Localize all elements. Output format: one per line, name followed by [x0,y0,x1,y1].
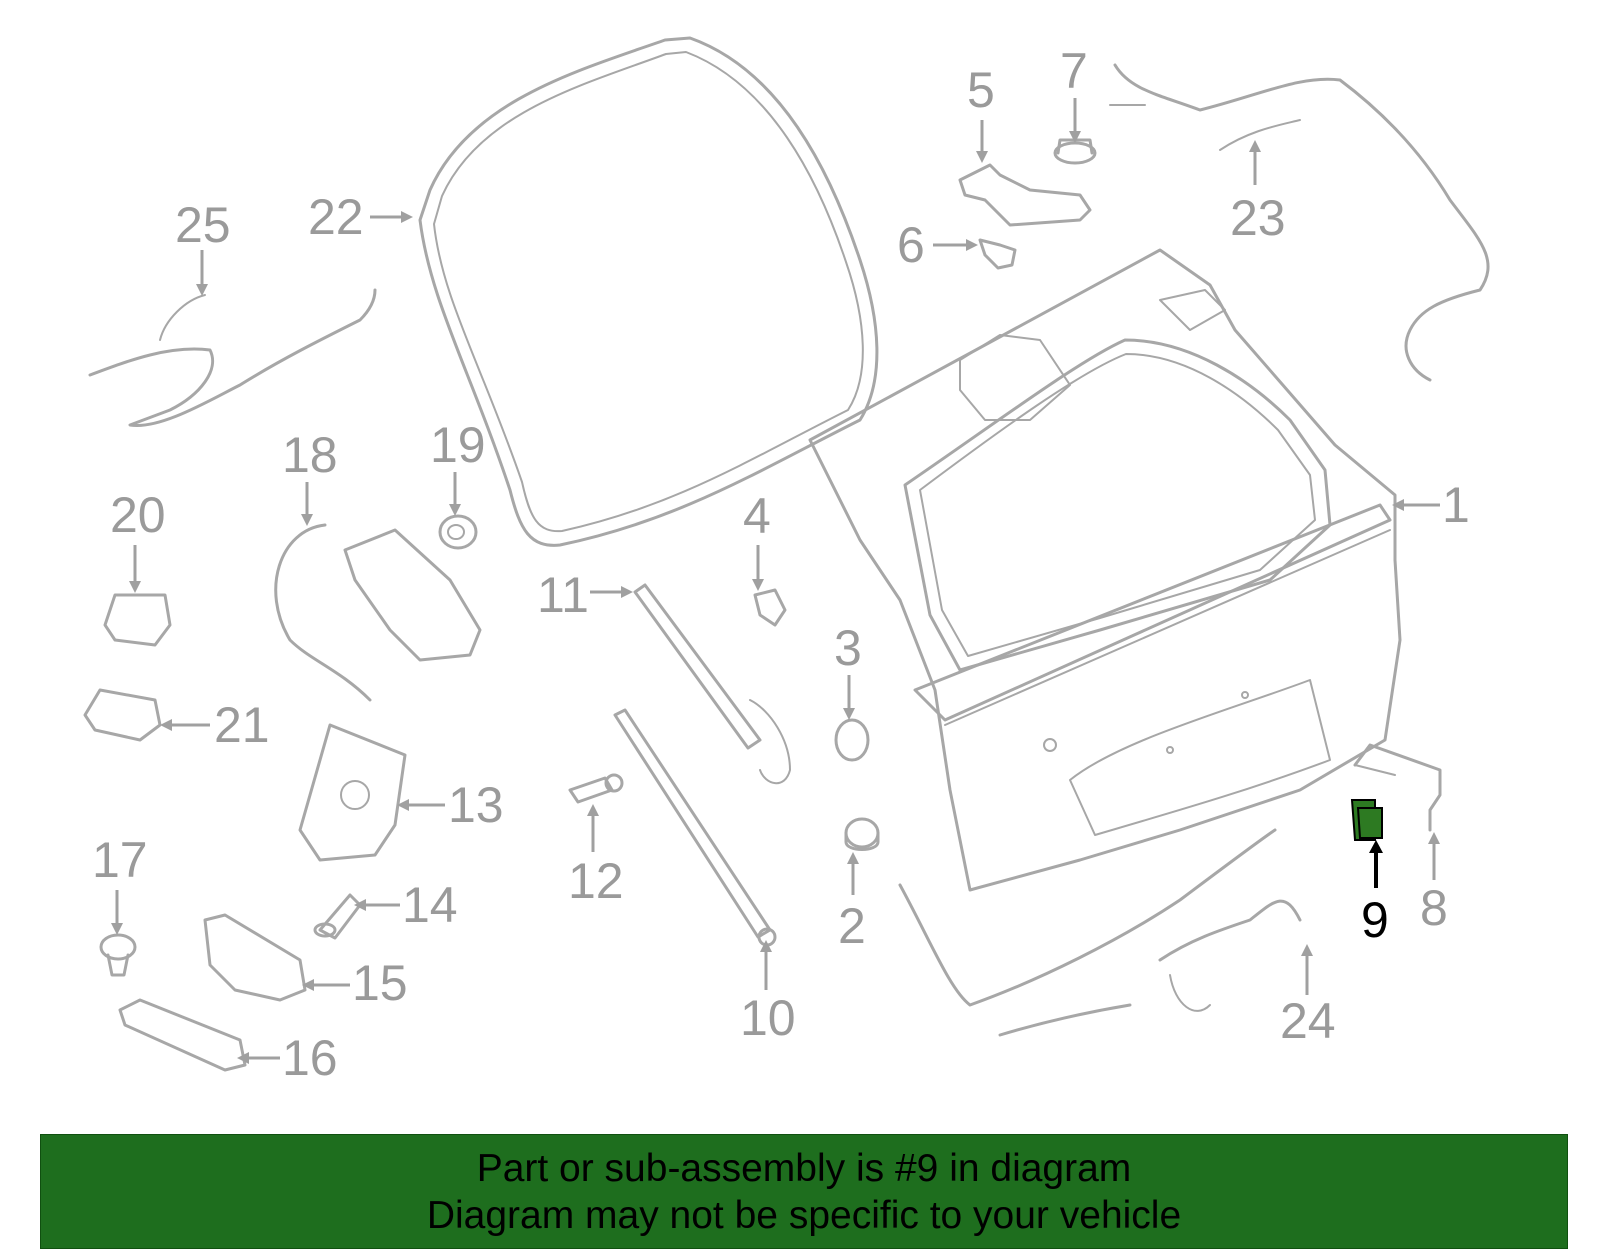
callout-3: 3 [834,620,862,676]
info-banner: Part or sub-assembly is #9 in diagram Di… [40,1134,1568,1249]
callout-15: 15 [352,955,408,1011]
part-8-sensor [1353,743,1442,832]
part-25-harness [88,288,377,428]
callout-24: 24 [1280,993,1336,1049]
callout-19: 19 [430,417,486,473]
callout-16: 16 [282,1030,338,1086]
part-3-oring [834,718,870,762]
part-23-harness [1109,63,1490,382]
banner-line-2: Diagram may not be specific to your vehi… [426,1193,1182,1237]
callout-8: 8 [1420,880,1448,936]
callout-22: 22 [308,189,364,245]
callout-7: 7 [1060,43,1088,99]
part-7-nut [1053,138,1097,165]
leader-arrowheads [111,131,1440,1064]
part-12-ballstud [568,773,624,804]
callout-labels: 1 2 3 4 5 6 7 8 9 10 11 12 13 14 15 16 1… [92,43,1470,1086]
part-2-grommet [844,817,880,851]
callout-6: 6 [897,217,925,273]
part-15-handle [203,913,307,1002]
part-19-grommet [438,514,478,550]
callout-17: 17 [92,832,148,888]
callout-18: 18 [282,427,338,483]
leader-lines [115,98,1440,1060]
part-18-actuator [274,523,482,702]
callout-13: 13 [448,777,504,833]
part-4-bumper [753,588,787,627]
part-6-bolt [978,238,1017,270]
part-5-bracket [958,163,1092,227]
banner-line-1: Part or sub-assembly is #9 in diagram [476,1146,1132,1190]
part-13-latch [298,723,407,862]
part-20-switch [103,593,172,647]
callout-23: 23 [1230,190,1286,246]
callout-12: 12 [568,853,624,909]
callout-21: 21 [214,697,270,753]
callout-9: 9 [1361,892,1389,948]
part-14-pin [313,893,362,940]
part-17-clip [99,933,137,977]
callout-20: 20 [110,487,166,543]
part-1-liftgate [808,248,1402,892]
part-11-strut [633,583,791,785]
part-21-light [83,688,162,742]
callout-14: 14 [402,877,458,933]
callout-10: 10 [740,990,796,1046]
callout-1: 1 [1442,477,1470,533]
callout-2: 2 [838,898,866,954]
leader-arrowhead-9 [1369,840,1383,853]
part-9-highlighted [1350,799,1383,841]
part-24-harness [898,828,1302,1037]
part-16-bracket [118,998,247,1072]
part-22-seal [418,36,879,547]
callout-11: 11 [537,567,589,623]
callout-5: 5 [967,62,995,118]
callout-4: 4 [743,488,771,544]
callout-25: 25 [175,197,231,253]
